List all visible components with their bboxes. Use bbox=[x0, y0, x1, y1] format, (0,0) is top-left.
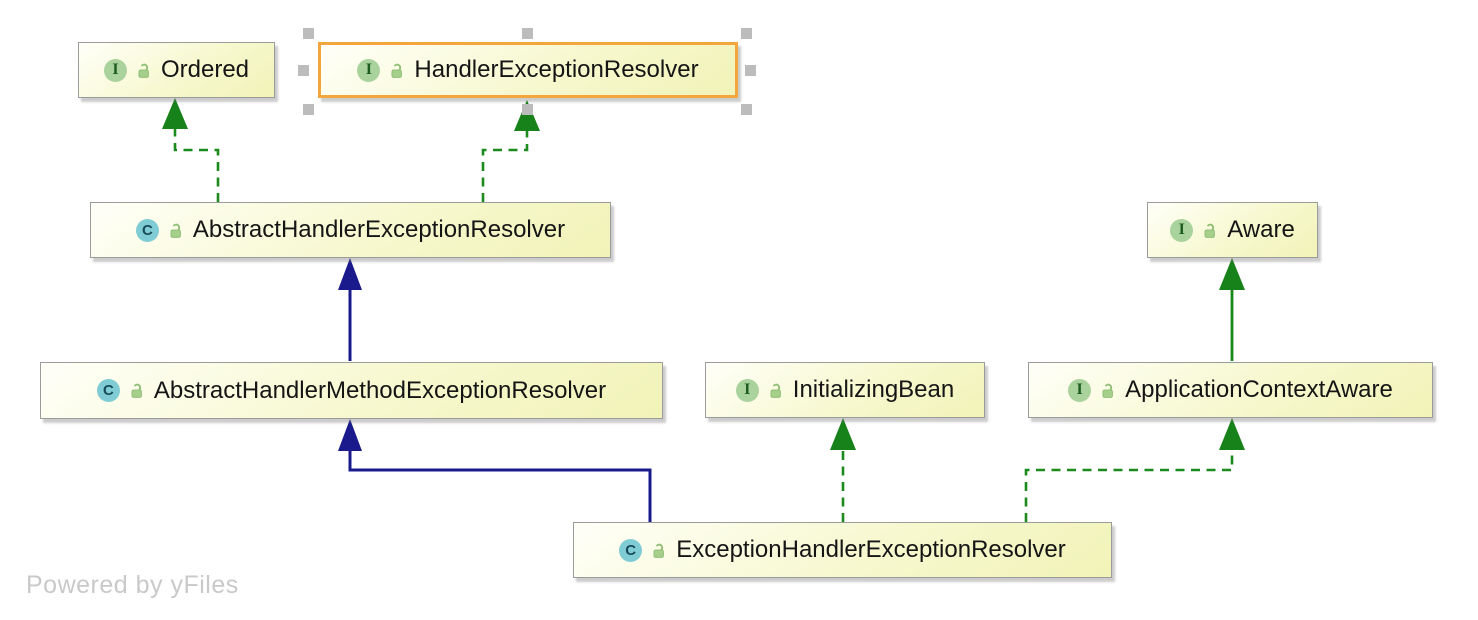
class-icon: C bbox=[96, 379, 120, 402]
arrowhead-implements bbox=[514, 100, 540, 131]
edge-implements-initializing-bean[interactable] bbox=[830, 418, 856, 522]
public-open-lock-icon bbox=[136, 62, 152, 79]
selection-handle[interactable] bbox=[745, 65, 756, 76]
node-abstract-handler-exception-resolver[interactable]: C AbstractHandlerExceptionResolver bbox=[90, 202, 611, 258]
public-open-lock-icon bbox=[389, 62, 405, 79]
class-icon: C bbox=[619, 538, 643, 562]
edge-implements-application-context-aware[interactable] bbox=[1024, 418, 1245, 522]
node-aware[interactable]: I Aware bbox=[1147, 202, 1318, 258]
node-label: ExceptionHandlerExceptionResolver bbox=[676, 536, 1066, 563]
node-ordered[interactable]: I Ordered bbox=[78, 42, 275, 98]
public-open-lock-icon bbox=[168, 222, 184, 239]
arrowhead-implements bbox=[1219, 418, 1245, 450]
node-label: AbstractHandlerMethodExceptionResolver bbox=[153, 376, 607, 404]
public-open-lock-icon bbox=[651, 542, 667, 559]
node-exception-handler-exception-resolver[interactable]: C ExceptionHandlerExceptionResolver bbox=[573, 522, 1112, 578]
node-abstract-handler-method-exception-resolver[interactable]: C AbstractHandlerMethodExceptionResolver bbox=[40, 362, 663, 419]
selection-handle[interactable] bbox=[741, 104, 752, 115]
node-label: InitializingBean bbox=[792, 376, 955, 403]
edge-extends-aware[interactable] bbox=[1219, 258, 1245, 361]
interface-icon: I bbox=[103, 58, 127, 82]
selection-handle[interactable] bbox=[741, 28, 752, 39]
node-handler-exception-resolver[interactable]: I HandlerExceptionResolver bbox=[318, 42, 738, 98]
edge-implements-handler-exception-resolver[interactable] bbox=[481, 100, 540, 202]
public-open-lock-icon bbox=[129, 382, 145, 399]
selection-handle[interactable] bbox=[522, 28, 533, 39]
selection-handle[interactable] bbox=[298, 65, 309, 76]
public-open-lock-icon bbox=[1202, 222, 1218, 239]
edge-implements-ordered[interactable] bbox=[162, 98, 220, 202]
node-label: Aware bbox=[1227, 216, 1295, 243]
interface-icon: I bbox=[1068, 378, 1092, 402]
yfiles-watermark: Powered by yFiles bbox=[26, 571, 239, 599]
node-label: Ordered bbox=[160, 56, 250, 83]
node-label: HandlerExceptionResolver bbox=[414, 56, 699, 83]
class-icon: C bbox=[135, 218, 159, 242]
node-application-context-aware[interactable]: I ApplicationContextAware bbox=[1028, 362, 1433, 418]
edge-extends-abstract-handler-method-exception-resolver[interactable] bbox=[338, 419, 652, 522]
arrowhead-extends bbox=[338, 419, 362, 451]
public-open-lock-icon bbox=[768, 382, 784, 399]
selection-handle[interactable] bbox=[303, 104, 314, 115]
interface-icon: I bbox=[357, 58, 381, 82]
interface-icon: I bbox=[735, 378, 759, 402]
node-label: AbstractHandlerExceptionResolver bbox=[192, 216, 566, 243]
arrowhead-implements bbox=[162, 98, 188, 129]
selection-handle[interactable] bbox=[522, 104, 533, 115]
selection-handle[interactable] bbox=[303, 28, 314, 39]
public-open-lock-icon bbox=[1100, 382, 1116, 399]
node-label: ApplicationContextAware bbox=[1125, 376, 1393, 403]
edge-extends-abstract-handler-exception-resolver[interactable] bbox=[338, 258, 362, 361]
arrowhead-extends bbox=[338, 258, 362, 290]
arrowhead-extends bbox=[1219, 258, 1245, 290]
node-initializing-bean[interactable]: I InitializingBean bbox=[705, 362, 985, 418]
interface-icon: I bbox=[1170, 218, 1194, 242]
arrowhead-implements bbox=[830, 418, 856, 450]
